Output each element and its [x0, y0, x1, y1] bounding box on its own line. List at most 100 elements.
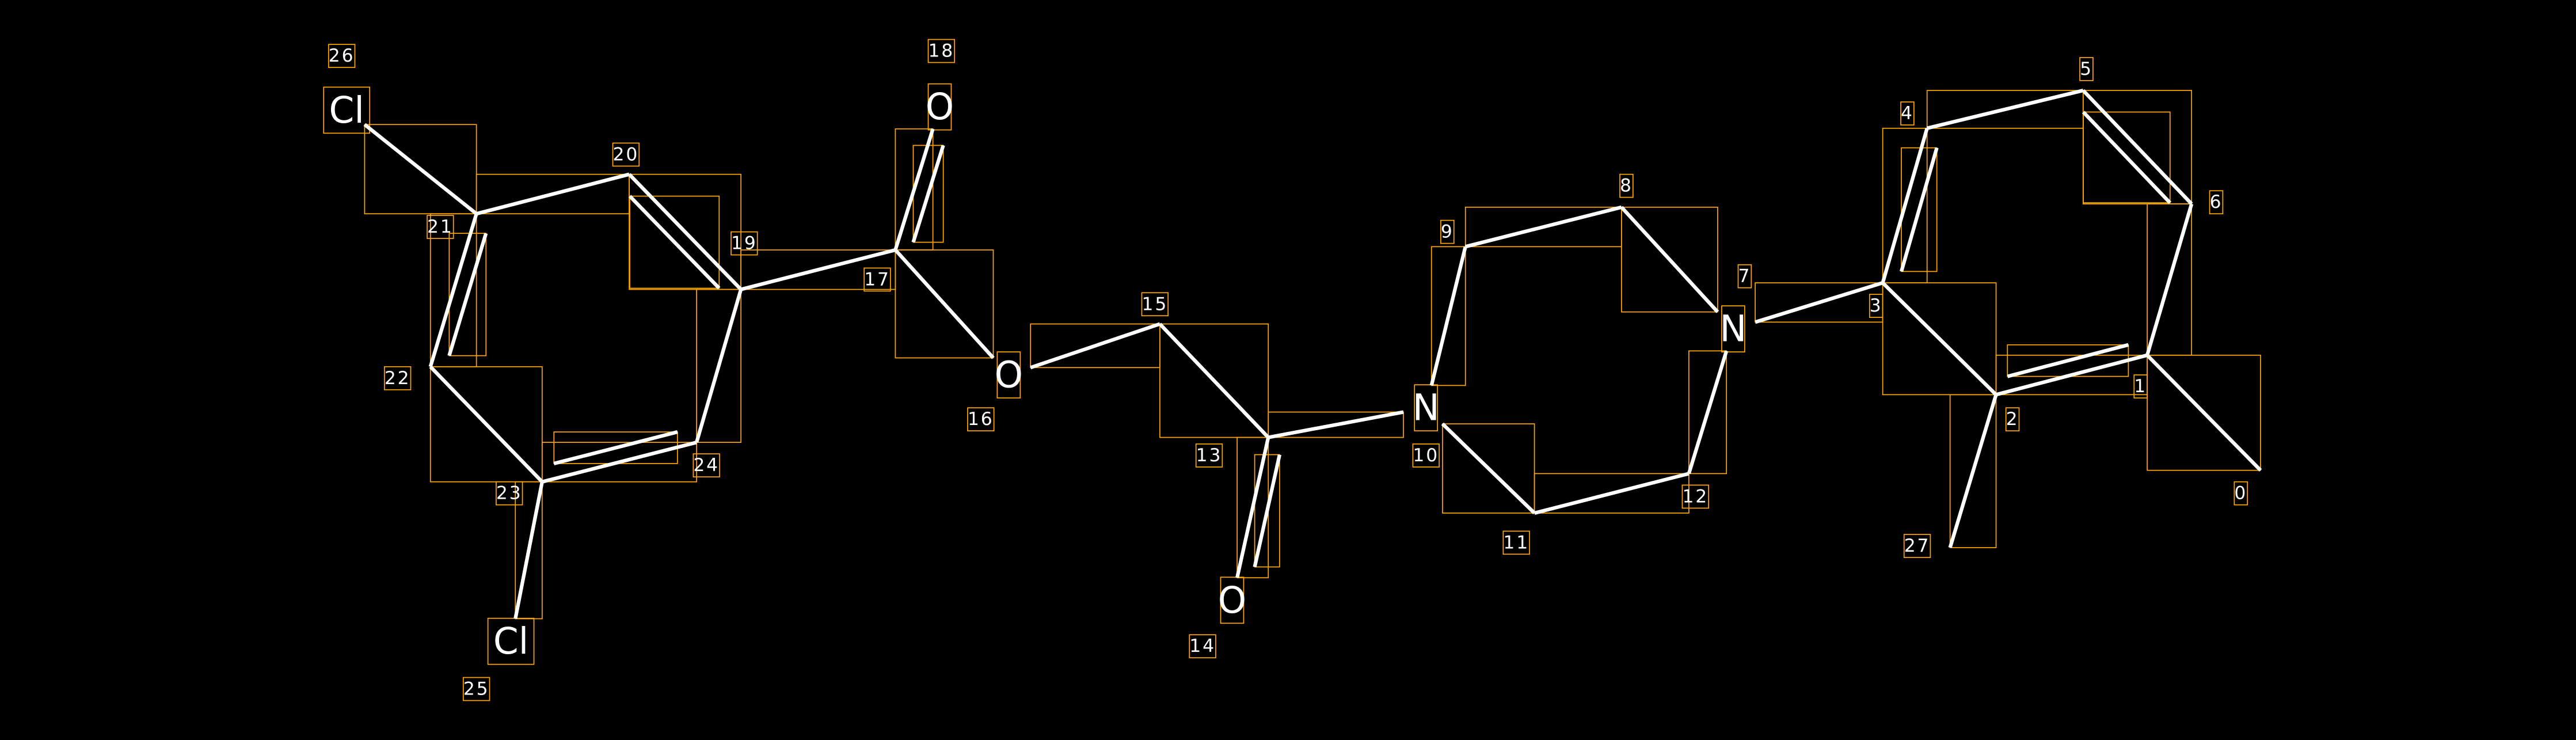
atom-index-label: 8 — [1620, 176, 1633, 196]
bond-2-27 — [1948, 394, 1998, 548]
double-bond-line-17-18 — [911, 145, 945, 243]
atom-box — [927, 83, 952, 131]
double-bond-line-22-21 — [447, 233, 488, 356]
bond-19-24 — [695, 289, 743, 443]
double-bond-line-24-23 — [553, 430, 678, 465]
bond-box — [429, 213, 477, 367]
index-box — [2133, 374, 2148, 399]
bond-box — [2147, 354, 2261, 471]
index-box — [1900, 101, 1915, 126]
bond-box — [2083, 111, 2171, 204]
bond-box — [696, 289, 741, 443]
double-bond-line-3-4 — [1900, 147, 1939, 272]
atom-index-label: 21 — [427, 217, 454, 237]
bounding-boxes — [323, 39, 2261, 701]
atom-index-label: 10 — [1413, 445, 1439, 466]
index-box — [1189, 634, 1216, 659]
index-box — [383, 366, 412, 390]
bond-box — [1442, 423, 1535, 514]
index-box — [2209, 190, 2224, 215]
index-box — [1141, 292, 1169, 317]
bond-box — [1620, 206, 1718, 313]
bond-17-18 — [893, 128, 935, 251]
index-box — [1903, 534, 1931, 558]
atom-index-label: 14 — [1189, 636, 1216, 656]
index-box — [1502, 530, 1530, 555]
atom-index-label: 3 — [1870, 295, 1883, 316]
bond-8-9 — [1464, 205, 1622, 249]
double-bond-line-1-2 — [2007, 343, 2129, 378]
index-box — [1412, 443, 1440, 468]
bond-box — [1688, 350, 1728, 475]
bond-15-13 — [1158, 322, 1270, 439]
index-box — [496, 481, 523, 506]
bond-16-15 — [1030, 322, 1160, 370]
index-box — [2005, 407, 2020, 432]
atom-index-label: 16 — [968, 409, 994, 430]
index-box — [1737, 264, 1752, 289]
atom-index-label: 6 — [2210, 192, 2223, 212]
index-box — [328, 44, 356, 68]
bond-1-2 — [1995, 353, 2148, 397]
index-box — [730, 231, 758, 256]
index-box — [427, 215, 454, 239]
bond-12-7 — [1687, 350, 1729, 475]
atom-index-label: 11 — [1503, 532, 1529, 553]
bond-23-25 — [513, 481, 544, 620]
atom-index-label: 23 — [496, 483, 523, 504]
bonds — [363, 89, 2262, 620]
index-box — [1440, 219, 1455, 244]
bond-7-3 — [1755, 281, 1884, 324]
atom-index-label: 5 — [2080, 59, 2093, 79]
bond-box — [629, 195, 720, 289]
bond-box — [429, 366, 543, 483]
bond-6-1 — [2145, 203, 2194, 356]
double-bond-line-13-14 — [1253, 454, 1281, 568]
bond-13-10 — [1268, 410, 1404, 439]
atom-box — [1721, 305, 1745, 352]
bond-box — [448, 233, 487, 356]
atom-index-label: 4 — [1901, 103, 1914, 124]
bond-7-8 — [1620, 206, 1719, 313]
bond-box — [1268, 411, 1404, 438]
atom-symbol-n: N — [1719, 308, 1746, 350]
atom-index-label: 18 — [928, 41, 954, 62]
atom-index-label: 27 — [1904, 536, 1931, 556]
bond-10-11 — [1441, 422, 1536, 515]
atom-symbol-o: O — [995, 354, 1023, 396]
atom-index-label: 19 — [731, 233, 758, 254]
atom-box — [1220, 576, 1245, 624]
bond-box — [1882, 282, 1997, 396]
bond-1-0 — [2145, 354, 2262, 472]
atom-box — [323, 86, 370, 134]
atom-box — [487, 617, 535, 665]
bond-box — [1901, 147, 1938, 272]
atom-index-label: 26 — [329, 45, 355, 66]
index-box — [1869, 294, 1884, 318]
atom-index-label: 13 — [1196, 445, 1223, 466]
index-box — [2079, 57, 2094, 81]
atom-index-label: 12 — [1682, 486, 1709, 507]
atom-index-label: 17 — [864, 269, 891, 290]
atom-index-label: 15 — [1142, 294, 1169, 314]
atom-index-label: 1 — [2134, 376, 2147, 397]
atom-symbol-o: O — [1218, 579, 1246, 621]
atom-index-label: 22 — [385, 368, 411, 389]
atom-index-label: 2 — [2006, 409, 2019, 430]
atom-index-label: 7 — [1738, 266, 1751, 287]
bond-5-6 — [2082, 89, 2193, 206]
bond-22-21 — [428, 213, 478, 367]
atom-index-label: 9 — [1441, 222, 1454, 242]
index-box — [612, 142, 640, 167]
atom-index-label: 25 — [463, 678, 490, 699]
index-box — [2233, 481, 2248, 506]
atom-box — [996, 351, 1021, 399]
index-box — [927, 39, 956, 63]
index-box — [1619, 173, 1634, 198]
bond-9-10 — [1429, 246, 1467, 386]
bond-13-14 — [1235, 437, 1270, 578]
index-box — [863, 267, 891, 292]
double-bond-line-5-6 — [2082, 111, 2172, 204]
atom-symbol-cl: Cl — [493, 620, 528, 662]
index-box — [462, 677, 490, 701]
